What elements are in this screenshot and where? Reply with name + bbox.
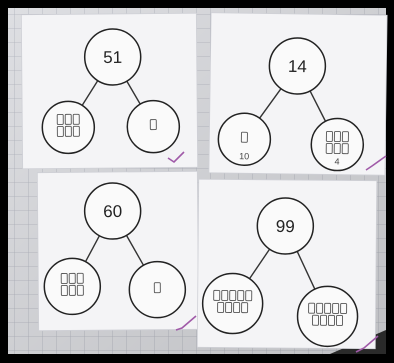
part-circle-left <box>44 258 100 314</box>
number-bond-card: 99 <box>197 179 376 349</box>
part-circle-right <box>297 286 358 347</box>
part-circle-right <box>129 261 185 317</box>
part-circle-left <box>42 101 94 153</box>
part-circle-right <box>127 100 179 152</box>
part-circle-left <box>202 273 263 334</box>
number-bond-card: 51 <box>21 13 197 169</box>
whole-number: 99 <box>276 217 295 236</box>
whole-number: 14 <box>288 57 307 76</box>
number-bond-card: 14 10 4 <box>209 13 387 175</box>
part-label: 10 <box>239 151 249 161</box>
whole-number: 60 <box>103 202 122 221</box>
whole-number: 51 <box>103 48 122 67</box>
part-label: 4 <box>334 157 339 167</box>
number-bond-card: 60 <box>37 171 198 330</box>
